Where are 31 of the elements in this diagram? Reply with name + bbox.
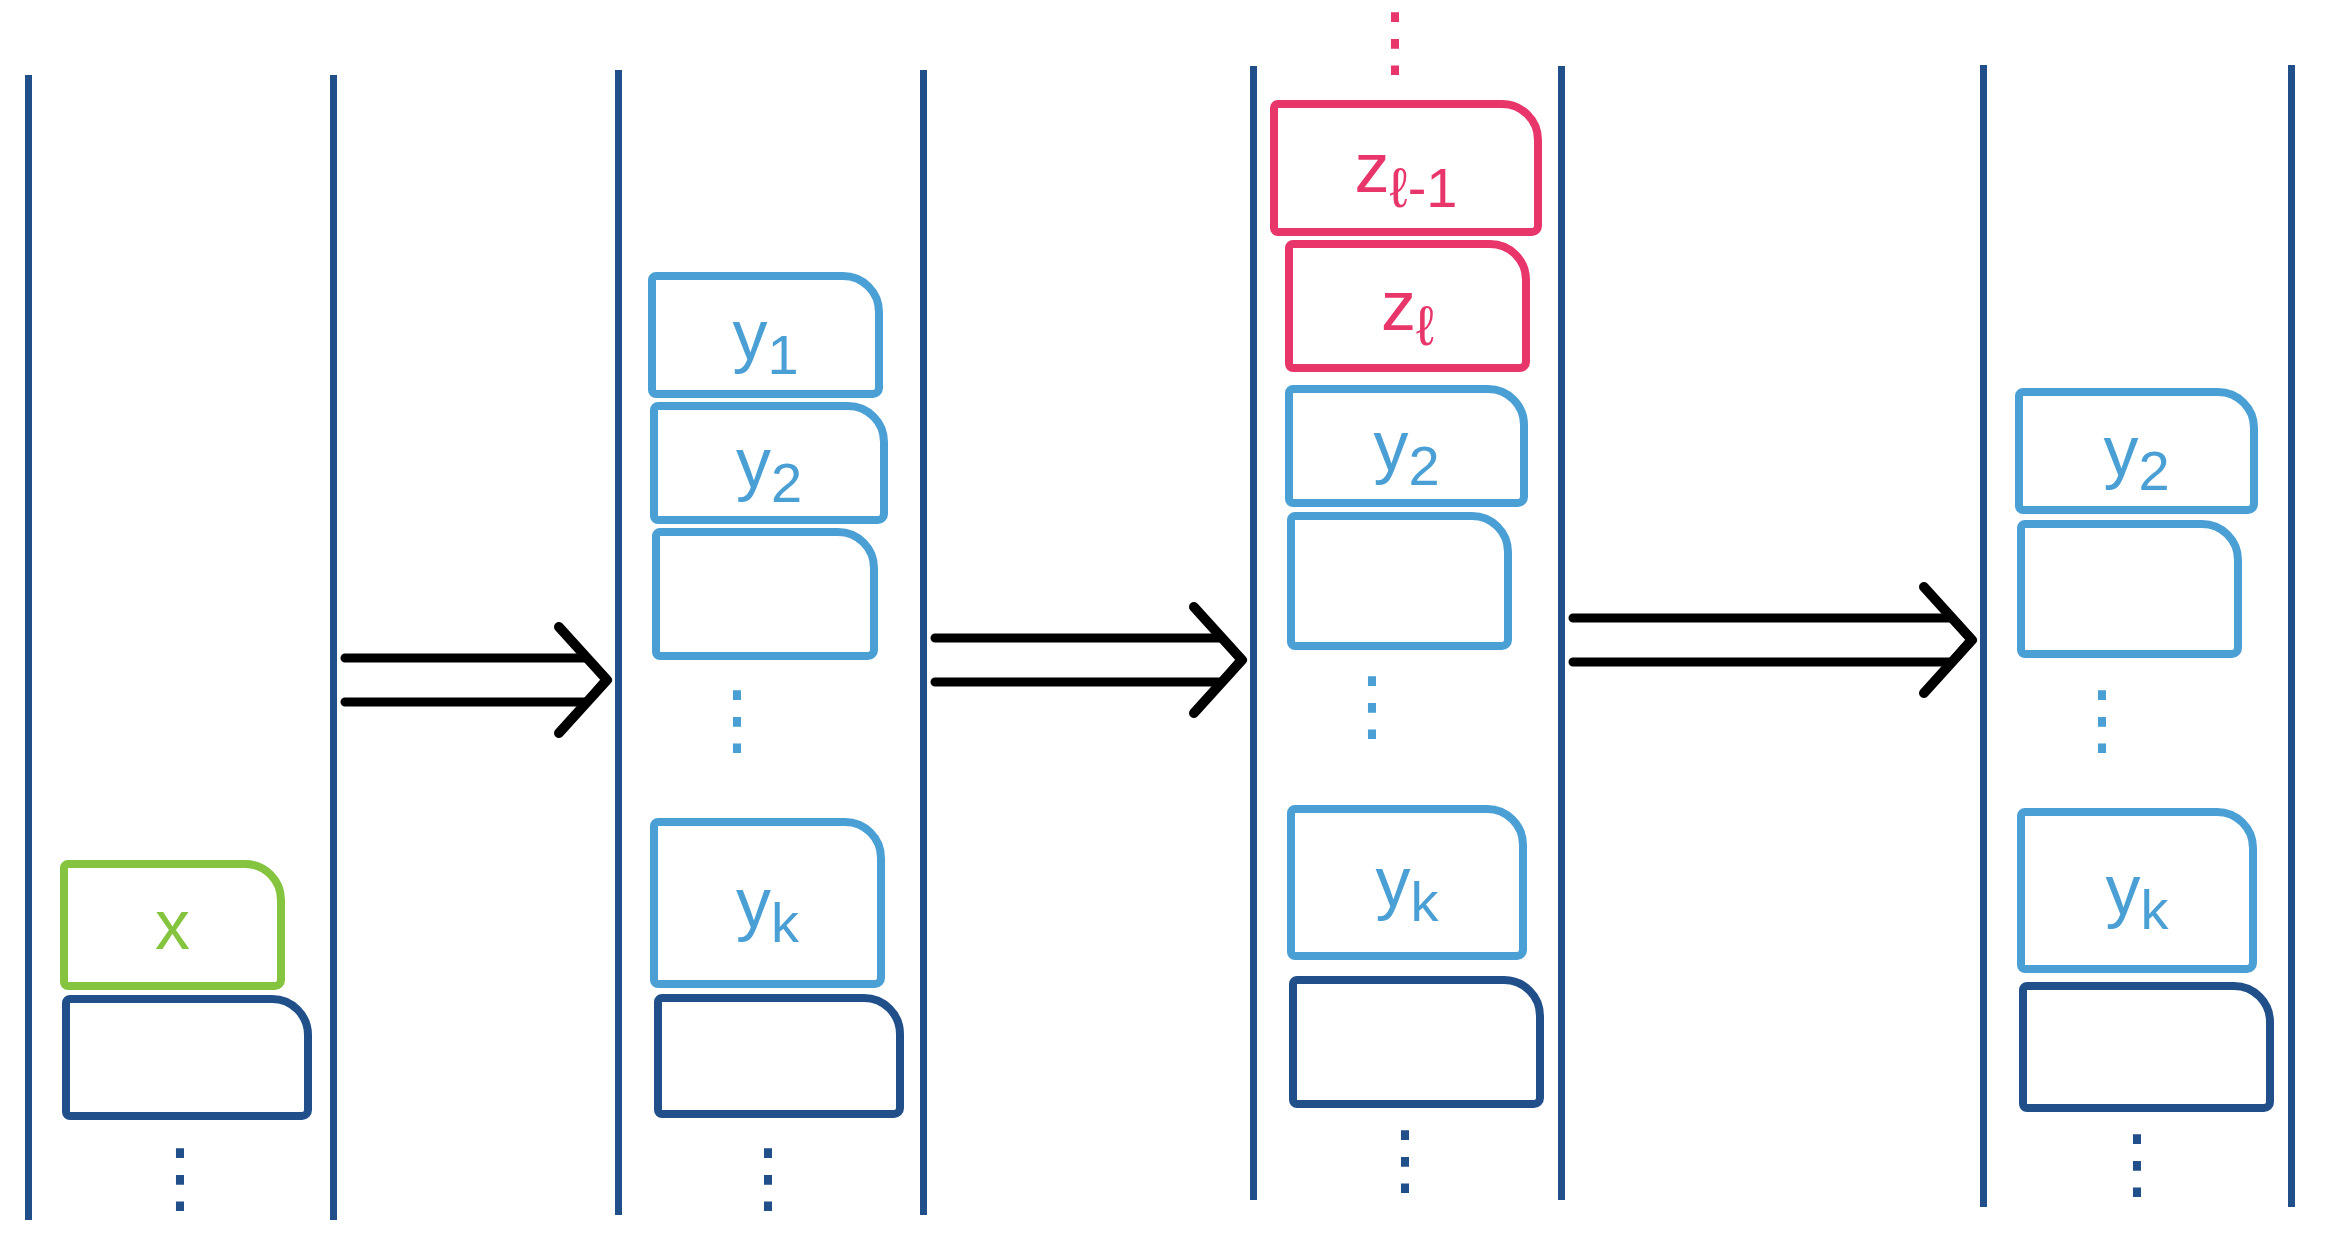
stack-frame: y$_{2}$ xyxy=(2015,388,2258,514)
vertical-ellipsis: ⋮ xyxy=(2063,680,2141,758)
stack-frame: z$_{ℓ-1}$ xyxy=(1270,100,1542,236)
vertical-ellipsis: ⋮ xyxy=(141,1138,219,1216)
stack-column xyxy=(25,75,337,1220)
vertical-ellipsis: ⋮ xyxy=(1356,2,1434,80)
vertical-ellipsis: ⋮ xyxy=(1333,666,1411,744)
empty-stack-frame xyxy=(2019,982,2274,1112)
vertical-ellipsis: ⋮ xyxy=(2098,1124,2176,1202)
double-arrow xyxy=(340,622,612,738)
double-arrow xyxy=(1568,582,1977,698)
empty-stack-frame xyxy=(2017,520,2242,658)
vertical-ellipsis: ⋮ xyxy=(698,680,776,758)
stack-frame: z$_{ℓ}$ xyxy=(1285,240,1530,372)
empty-stack-frame xyxy=(1287,512,1512,650)
empty-stack-frame xyxy=(1289,976,1544,1108)
double-arrow xyxy=(930,602,1247,718)
stack-column xyxy=(1980,65,2295,1207)
vertical-ellipsis: ⋮ xyxy=(1366,1120,1444,1198)
stack-frame: x xyxy=(60,860,285,990)
empty-stack-frame xyxy=(654,994,904,1118)
stack-frame: y$_{1}$ xyxy=(648,272,883,398)
stack-frame: y$_{k}$ xyxy=(2017,808,2257,973)
stack-column xyxy=(615,70,927,1215)
stack-frame: y$_{2}$ xyxy=(1285,385,1528,507)
vertical-ellipsis: ⋮ xyxy=(729,1138,807,1216)
stack-frame: y$_{2}$ xyxy=(650,402,888,524)
stack-frame: y$_{k}$ xyxy=(650,818,885,988)
stack-frame: y$_{k}$ xyxy=(1287,805,1527,960)
empty-stack-frame xyxy=(652,528,878,660)
empty-stack-frame xyxy=(62,995,312,1120)
